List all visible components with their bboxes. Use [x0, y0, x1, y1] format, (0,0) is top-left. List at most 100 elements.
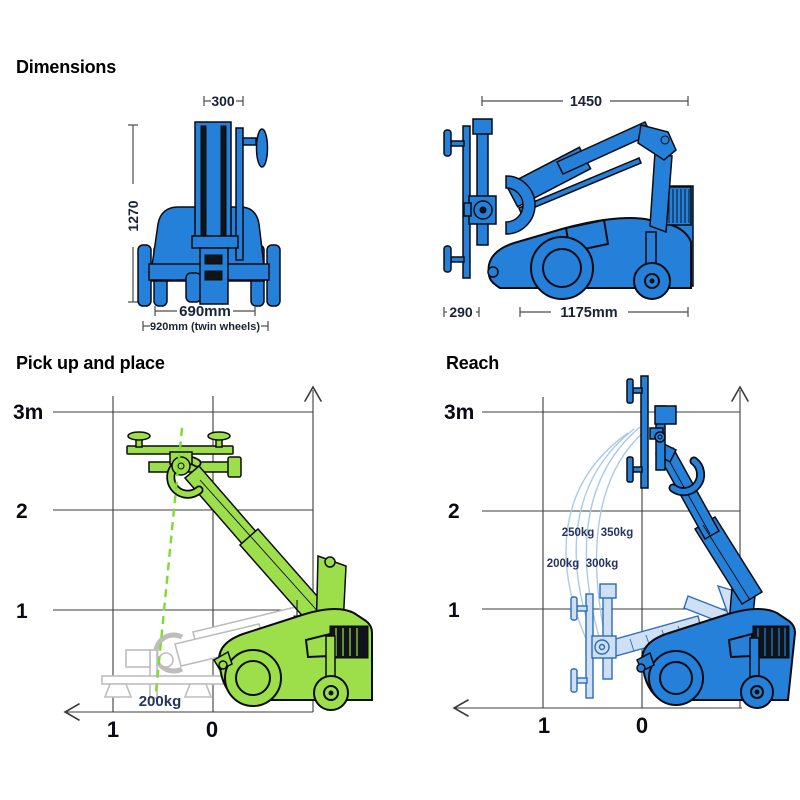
- mast-rail: [220, 125, 227, 243]
- dim-label-300: 300: [211, 93, 235, 109]
- mast-detail: [204, 254, 223, 265]
- left-arrow-icon: [452, 699, 469, 717]
- dimension-pad-offset: 290: [443, 304, 480, 320]
- cup-stem: [450, 140, 465, 147]
- dimension-width-top: 300: [203, 93, 244, 109]
- dim-label-1175mm: 1175mm: [560, 305, 617, 321]
- x-tick-1: 1: [107, 717, 119, 742]
- bar-end-box: [227, 456, 242, 478]
- cup-arm: [242, 137, 257, 146]
- head-pin: [177, 462, 185, 470]
- suction-cup: [443, 129, 452, 157]
- ghost-suction-cup: [570, 668, 578, 693]
- mast-rail: [200, 125, 207, 243]
- head-box: [654, 405, 677, 425]
- dim-label-1270: 1270: [125, 200, 141, 231]
- head-hub: [171, 456, 191, 476]
- front-wheel-hub: [235, 660, 271, 696]
- mast-detail: [204, 270, 223, 281]
- y-tick-3m: 3m: [444, 401, 474, 424]
- ghost-hub: [158, 652, 174, 668]
- section-title-pick-up-and-place: Pick up and place: [16, 353, 165, 373]
- pad-plate: [640, 375, 649, 489]
- ghost-cup-stem: [576, 677, 588, 684]
- tow-hook: [218, 660, 228, 670]
- suction-cup: [127, 431, 151, 441]
- up-arrow-icon: [304, 385, 322, 402]
- ghost-cup-stem: [576, 605, 588, 612]
- cup-stem: [632, 466, 643, 473]
- reach-arc: [575, 428, 635, 648]
- front-view-drawing: 300 1270: [125, 93, 281, 333]
- dim-label-690mm: 690mm: [179, 303, 231, 320]
- frame-cap: [472, 118, 493, 135]
- x-tick-0: 0: [206, 717, 218, 742]
- front-wheel-hub: [542, 248, 582, 288]
- side-pole: [235, 127, 244, 261]
- dim-label-290: 290: [449, 304, 473, 320]
- left-arrow-icon: [63, 703, 80, 721]
- y-tick-2: 2: [448, 500, 460, 523]
- capacity-label-200kg: 200kg: [547, 558, 580, 570]
- pad-frame: [476, 122, 489, 246]
- suction-cup: [207, 431, 231, 441]
- ghost-head-box: [125, 649, 151, 668]
- capacity-label-200kg: 200kg: [139, 693, 182, 710]
- boom-shading: [702, 524, 751, 601]
- suction-cup: [255, 128, 269, 168]
- suction-cup: [626, 378, 634, 404]
- tow-hook: [487, 266, 499, 278]
- dim-label-1450: 1450: [570, 94, 602, 110]
- blue-machine: [626, 375, 797, 709]
- hub-pin: [479, 206, 487, 214]
- up-arrow-icon: [731, 385, 749, 402]
- capacity-label-250kg: 250kg: [562, 527, 595, 539]
- head-hub: [654, 431, 666, 443]
- y-tick-1: 1: [16, 600, 28, 623]
- dimension-track: 690mm: [154, 303, 256, 320]
- cup-stem: [450, 256, 465, 263]
- ghost-suction-cup: [103, 683, 133, 698]
- x-tick-0: 0: [636, 713, 648, 738]
- dimension-twin-wheels: 920mm (twin wheels): [142, 321, 269, 333]
- reach-arc: [595, 429, 647, 642]
- ghost-pad-frame: [602, 588, 613, 680]
- side-view-drawing: 1450: [443, 94, 694, 321]
- suction-cup: [626, 456, 634, 483]
- ghost-suction-cup: [570, 596, 578, 621]
- pick-place-chart: 3m 2 1 1 0: [13, 385, 373, 742]
- pivot-bolt: [660, 135, 670, 145]
- rear-axle: [328, 690, 334, 696]
- boom-upper: [555, 121, 653, 175]
- head-pin: [657, 434, 663, 440]
- section-title-dimensions: Dimensions: [16, 57, 117, 77]
- ghost-lowered-arm: [101, 603, 313, 699]
- carriage: [191, 235, 239, 249]
- green-machine: [126, 431, 373, 711]
- reach-chart: 3m 2 1 1 0: [444, 375, 797, 738]
- capacity-label-350kg: 350kg: [601, 527, 634, 539]
- dimension-height: 1270: [125, 124, 141, 303]
- dimension-wheelbase: 1175mm: [519, 305, 689, 321]
- ghost-hub-pin: [598, 643, 606, 651]
- link-rod: [518, 157, 642, 214]
- y-tick-2: 2: [16, 500, 28, 523]
- mast-pivot: [324, 556, 336, 568]
- y-tick-3m: 3m: [13, 401, 43, 424]
- tow-hook: [636, 663, 646, 673]
- ghost-frame-cap: [599, 583, 617, 599]
- capacity-label-300kg: 300kg: [586, 558, 619, 570]
- x-tick-1: 1: [538, 713, 550, 738]
- section-title-reach: Reach: [446, 353, 500, 373]
- boom-shading: [199, 479, 331, 626]
- ghost-suction-cup: [183, 683, 213, 698]
- suction-cup: [443, 245, 452, 273]
- c-link: [670, 458, 704, 495]
- y-tick-1: 1: [448, 599, 460, 622]
- center-wheel: [185, 272, 202, 303]
- ghost-crossbar: [101, 675, 233, 685]
- dashed-drop-line: [154, 427, 184, 693]
- c-link: [505, 175, 536, 235]
